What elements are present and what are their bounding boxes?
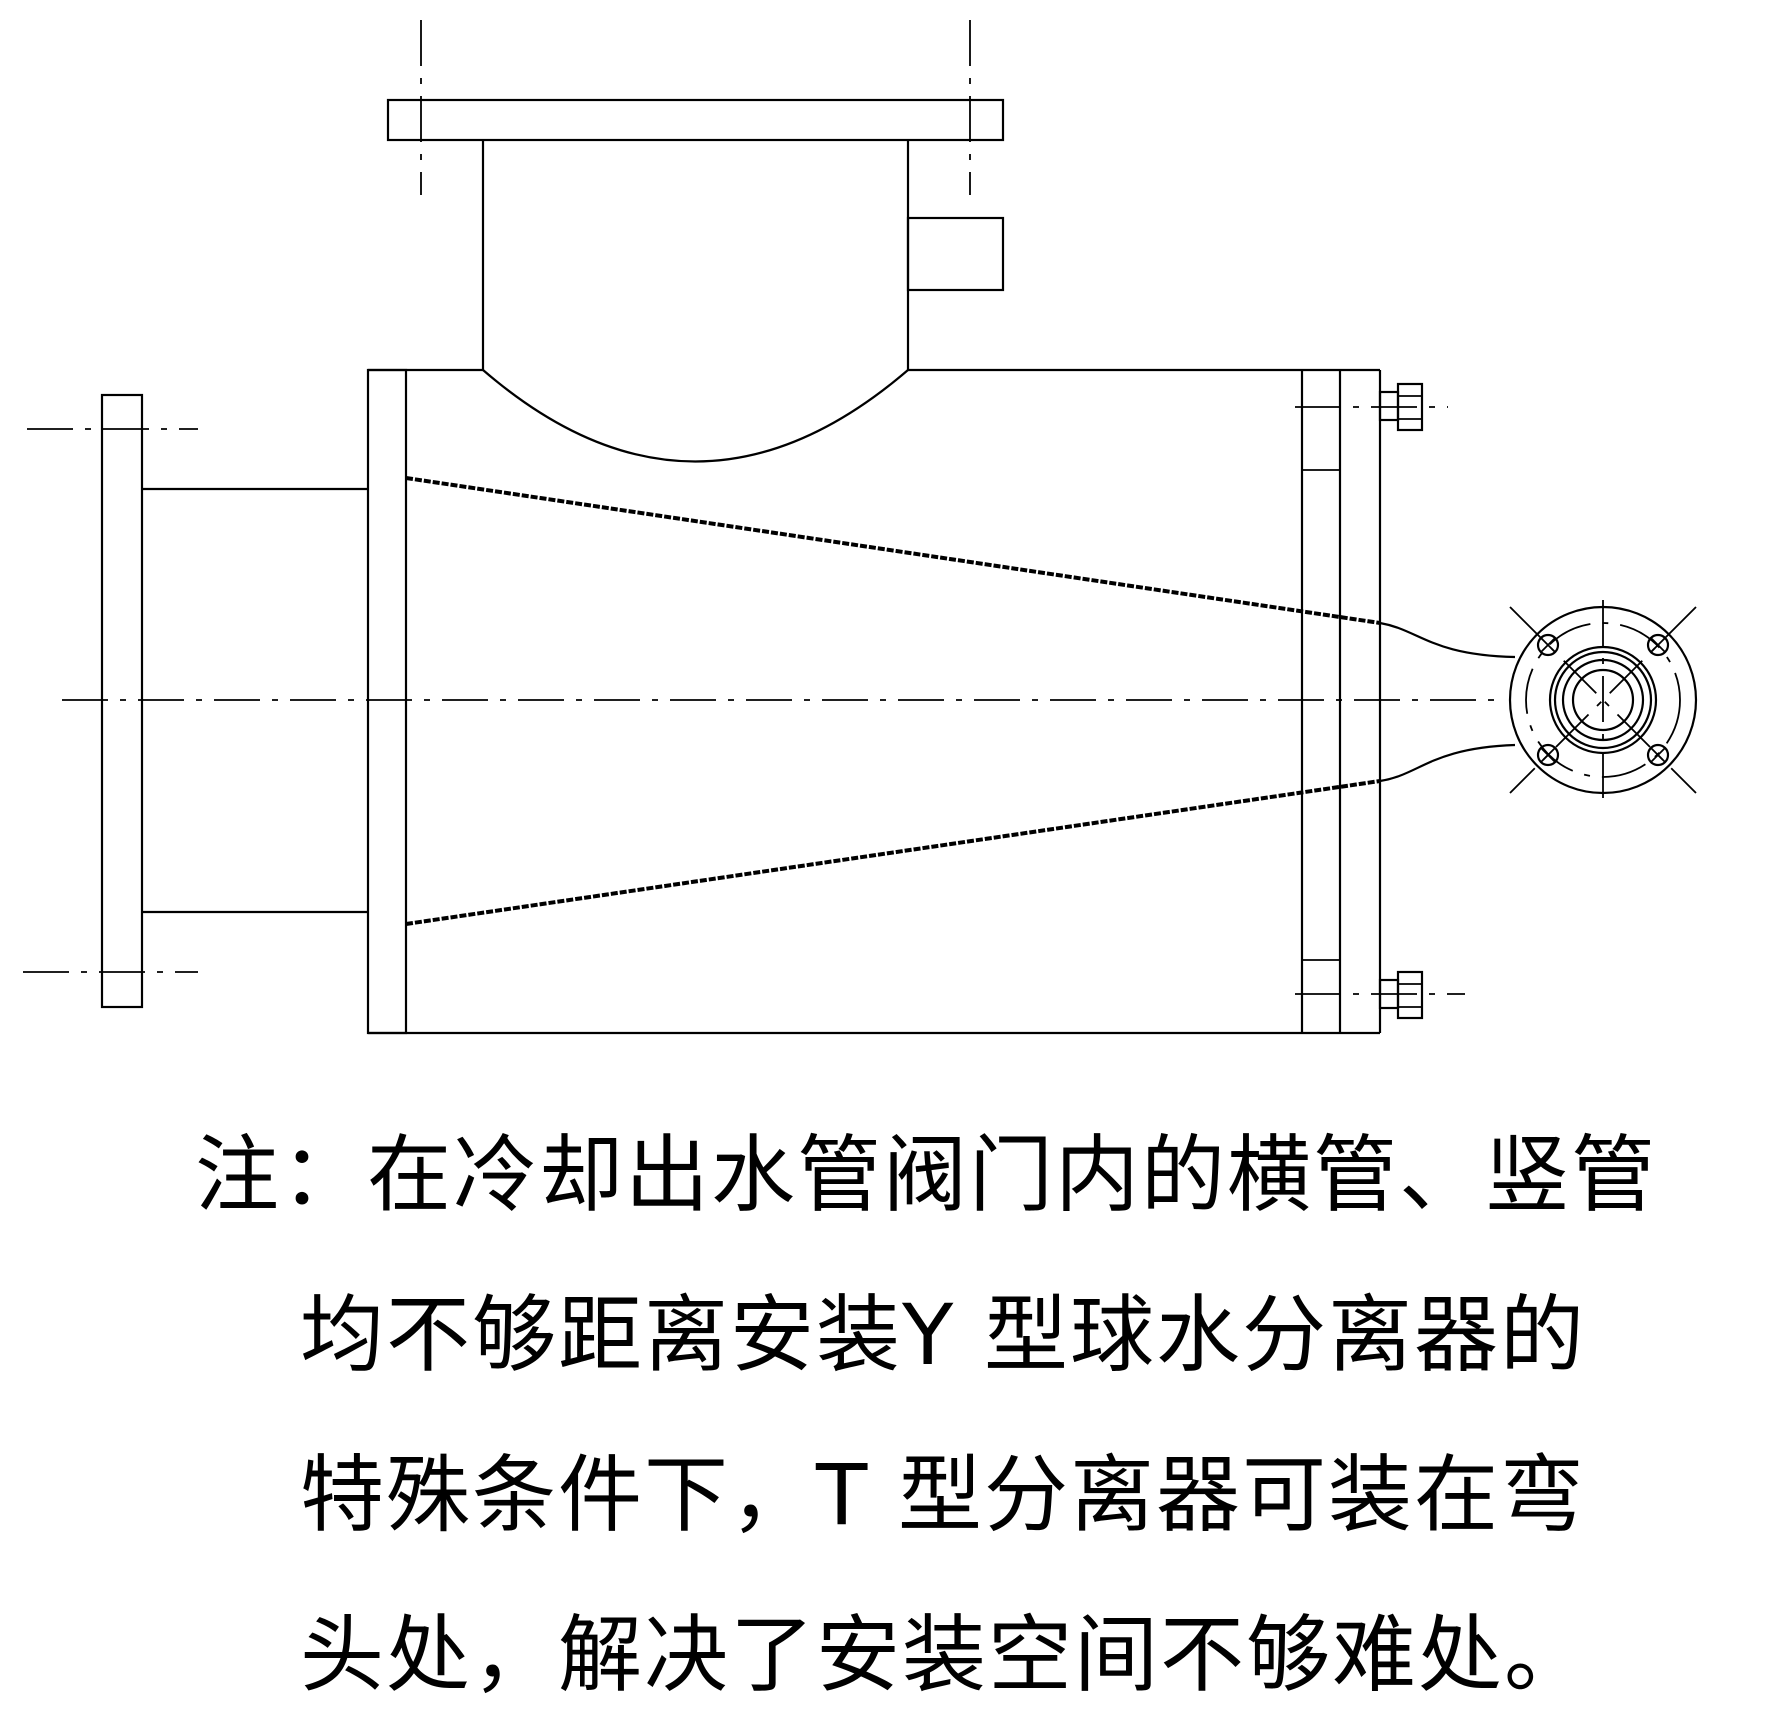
note-line-2: 均不够距离安装Y 型球水分离器的: [300, 1286, 1587, 1384]
drain-bolt-hole-br: [1646, 743, 1670, 767]
side-boss: [906, 216, 1005, 292]
drain-flange-bore: [1571, 668, 1635, 732]
drain-bolt-hole-tl: [1536, 633, 1560, 657]
drain-bolt-hole-tr: [1646, 633, 1670, 657]
left-end-plate: [366, 368, 408, 1035]
drain-bolt-hole-bl: [1536, 743, 1560, 767]
bolt-bottom-nut: [1396, 970, 1424, 1020]
saddle-curve: [482, 369, 909, 463]
drain-neck-upper: [1379, 621, 1516, 659]
installation-note: 注：在冷却出水管阀门内的横管、竖管 均不够距离安装Y 型球水分离器的 特殊条件下…: [195, 1095, 1658, 1735]
drain-flange-raised-face-inner: [1553, 650, 1653, 750]
strainer-cone-upper: [405, 476, 1381, 625]
top-flange: [386, 98, 1005, 142]
drain-flange-end-view: [1508, 600, 1698, 800]
bolt-bottom: [1295, 970, 1465, 1020]
drain-neck-lower: [1379, 743, 1516, 783]
strainer-cone-lower: [405, 779, 1381, 926]
main-body: [366, 368, 1382, 1035]
left-flange: [100, 393, 144, 1009]
bolt-top: [1295, 382, 1448, 432]
bolt-top-shank: [1378, 390, 1400, 422]
left-inlet-assembly: [23, 393, 368, 1009]
note-line-3: 特殊条件下，T 型分离器可装在弯: [300, 1446, 1587, 1544]
top-inlet-assembly: [386, 20, 1005, 463]
note-line-4: 头处，解决了安装空间不够难处。: [300, 1606, 1591, 1704]
note-line-1: 注：在冷却出水管阀门内的横管、竖管: [195, 1126, 1658, 1224]
